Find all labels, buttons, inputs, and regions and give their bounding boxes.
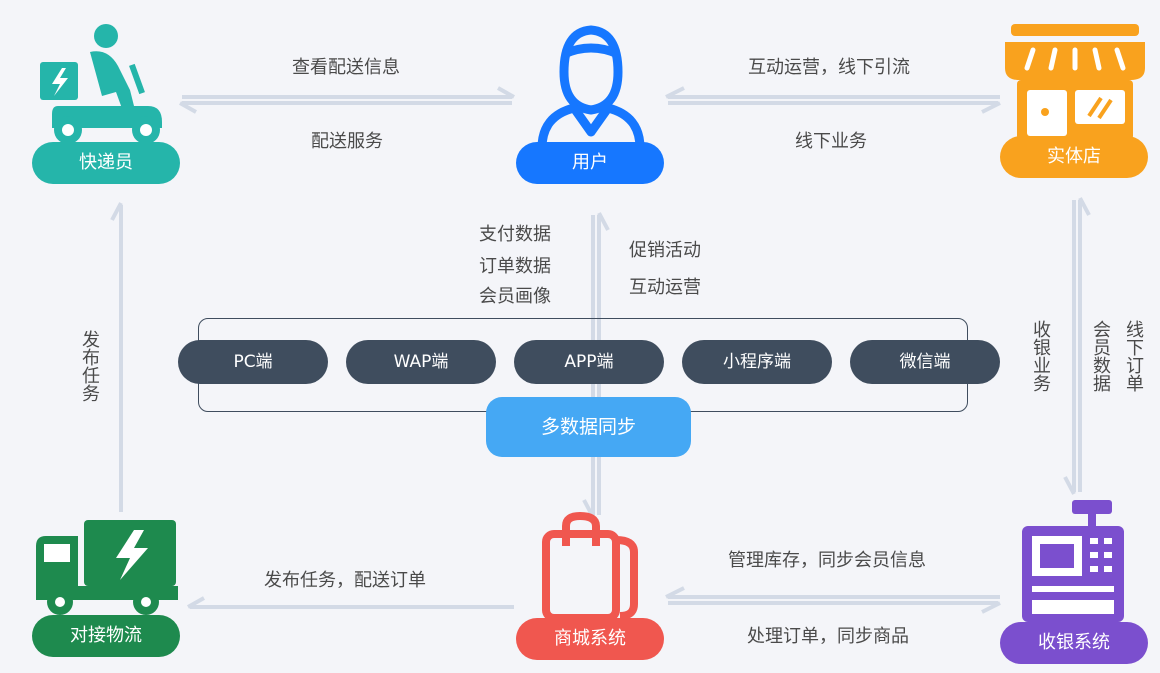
storefront-icon (1005, 24, 1145, 140)
label-payment-data: 支付数据 (479, 224, 551, 245)
arrow-user-to-store (668, 101, 1001, 114)
shopping-bag-icon (542, 512, 638, 622)
arrow-logistics-to-courier (110, 202, 123, 512)
sync-badge[interactable]: 多数据同步 (486, 397, 691, 457)
label-promotions: 促销活动 (629, 240, 701, 261)
arrow-user-to-courier (179, 101, 512, 114)
node-store[interactable]: 实体店 (1000, 136, 1148, 178)
label-courier-to-user: 配送服务 (311, 131, 383, 152)
arrow-pos-to-store (1078, 197, 1091, 492)
label-user-to-courier: 查看配送信息 (292, 57, 400, 78)
node-logistics[interactable]: 对接物流 (32, 615, 180, 657)
platform-pc[interactable]: PC端 (178, 340, 328, 384)
platform-wechat[interactable]: 微信端 (850, 340, 1000, 384)
platform-mini-program[interactable]: 小程序端 (682, 340, 832, 384)
label-order-data: 订单数据 (479, 256, 551, 277)
platform-wap[interactable]: WAP端 (346, 340, 496, 384)
node-pos[interactable]: 收银系统 (1000, 622, 1148, 664)
label-user-to-store: 线下业务 (795, 131, 867, 152)
arrow-mall-to-pos (668, 601, 1001, 614)
label-cashier-business: 收银业务 (1030, 320, 1051, 392)
platform-app[interactable]: APP端 (514, 340, 664, 384)
label-mall-to-logistics: 发布任务，配送订单 (264, 570, 426, 591)
user-icon (537, 25, 645, 149)
label-publish-task-vertical: 发布任务 (79, 330, 100, 402)
label-pos-to-mall: 管理库存，同步会员信息 (728, 550, 926, 571)
arrow-mall-to-logistics (187, 596, 514, 609)
label-interactive-ops: 互动运营 (629, 277, 701, 298)
label-member-profile: 会员画像 (479, 286, 551, 307)
node-courier[interactable]: 快递员 (32, 142, 180, 184)
arrow-pos-to-mall (665, 586, 1000, 599)
truck-icon (36, 520, 178, 615)
cash-register-icon (1022, 500, 1124, 622)
delivery-scooter-icon (40, 24, 162, 144)
node-mall[interactable]: 商城系统 (516, 618, 664, 660)
arrow-store-to-user (665, 86, 1000, 99)
label-member-data: 会员数据 (1090, 320, 1111, 392)
node-user[interactable]: 用户 (516, 142, 664, 184)
label-mall-to-pos: 处理订单，同步商品 (747, 626, 909, 647)
arrow-courier-to-user (182, 86, 515, 99)
label-offline-orders: 线下订单 (1123, 320, 1144, 392)
arrow-store-to-pos (1063, 200, 1076, 495)
label-store-to-user: 互动运营，线下引流 (748, 57, 910, 78)
